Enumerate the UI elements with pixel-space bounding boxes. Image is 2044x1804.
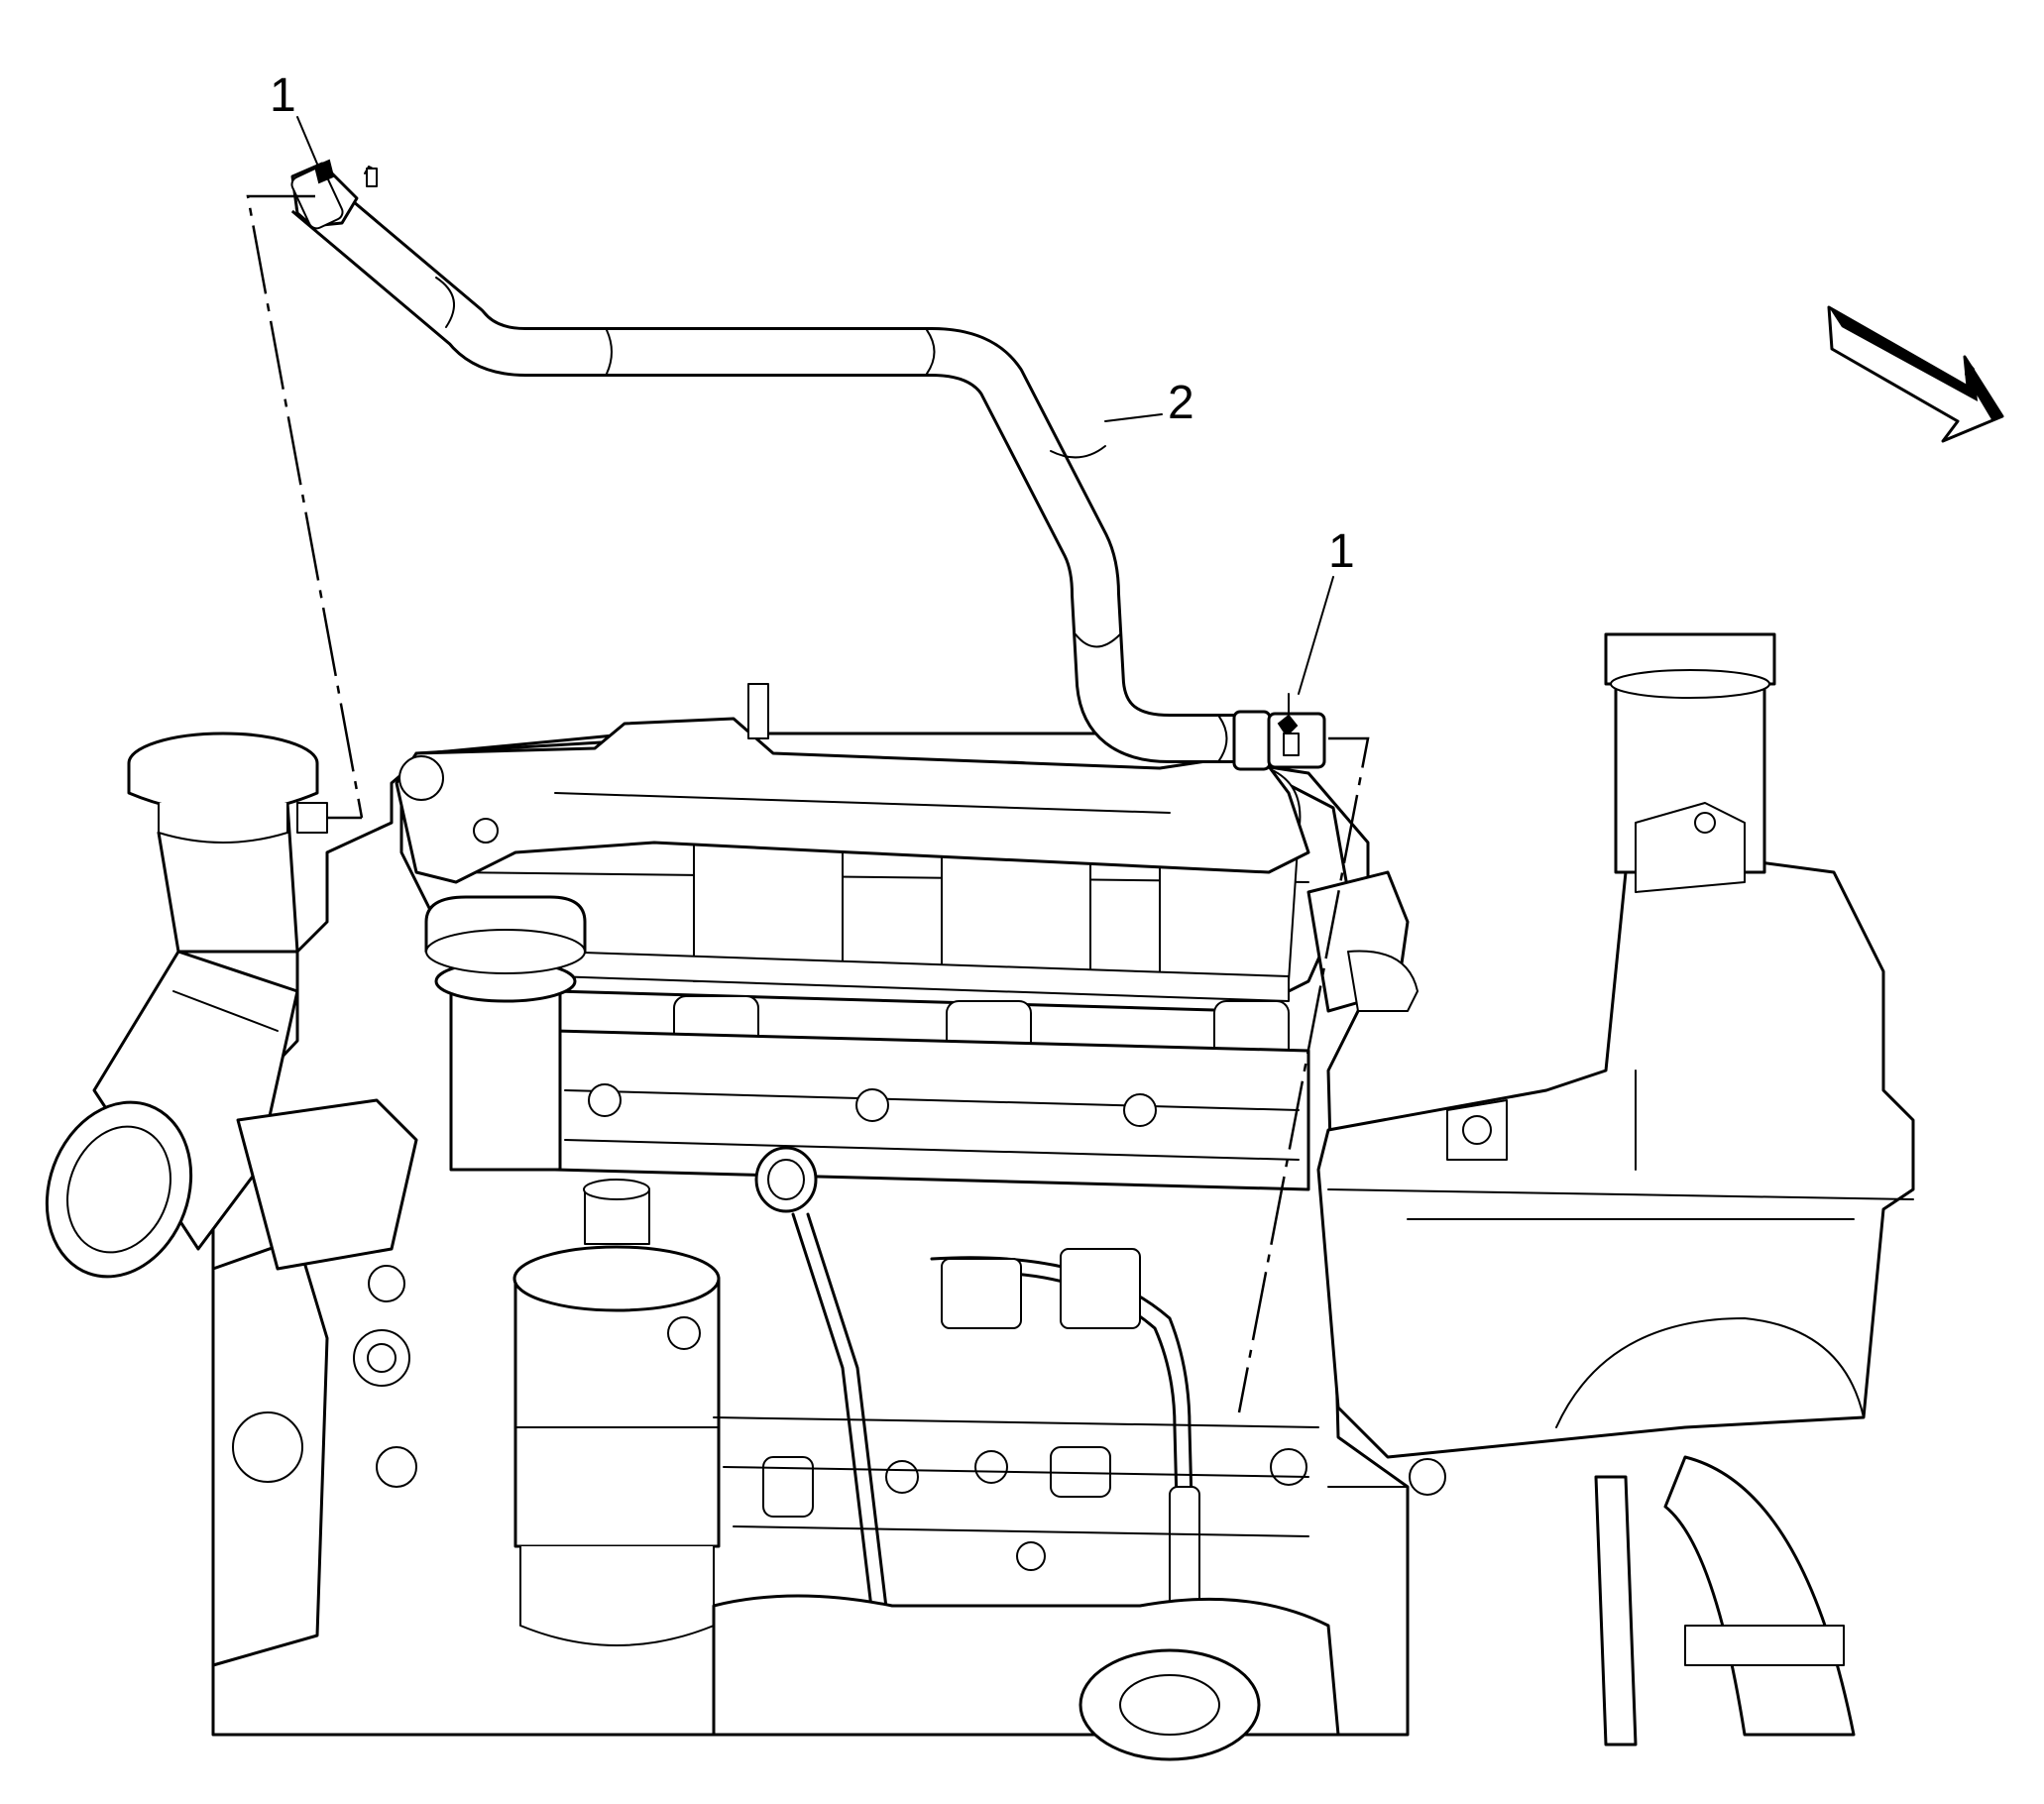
engine-assembly xyxy=(45,632,1915,1761)
bolts xyxy=(368,1083,1446,1571)
callout-hose: 2 xyxy=(1168,377,1194,429)
hose-clamp-lower xyxy=(1232,693,1326,771)
oil-filter-housing xyxy=(512,1179,721,1646)
dipstick xyxy=(754,1146,889,1618)
radiator-hose xyxy=(45,791,299,1279)
oil-fill-tube xyxy=(424,895,587,1172)
coolant-cap-left xyxy=(127,732,319,844)
coolant-surge-tank xyxy=(1316,632,1915,1459)
callout-clamp-lower: 1 xyxy=(1328,525,1355,578)
coolant-bypass-hose xyxy=(290,173,1279,763)
leader-lines xyxy=(296,116,1334,695)
callout-clamp-upper: 1 xyxy=(270,69,296,122)
direction-arrow-icon xyxy=(1827,305,2004,443)
hose-clamp-upper xyxy=(290,159,378,230)
